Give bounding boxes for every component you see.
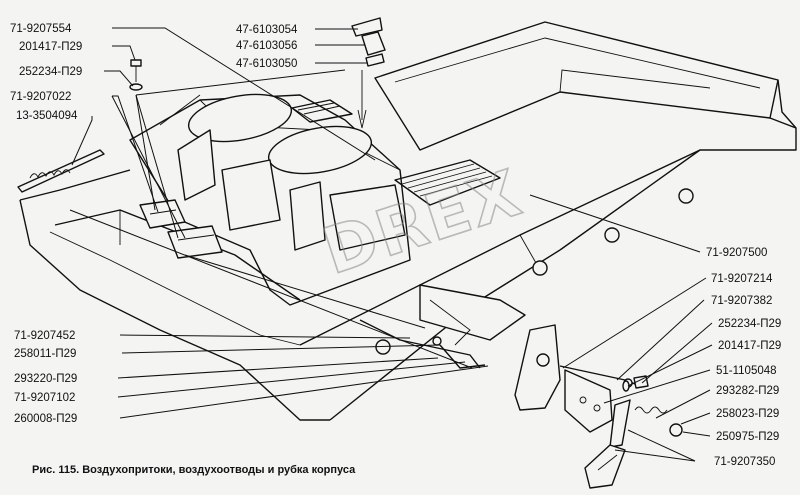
bolt-top-left [129,59,143,91]
label-293220-p29: 293220-П29 [14,373,77,385]
label-201417-p29-right: 201417-П29 [718,340,781,352]
lower-bracket-assembly [359,284,526,369]
bolt-right [622,375,649,392]
label-293282-p29: 293282-П29 [716,385,779,397]
label-71-9207554: 71-9207554 [10,23,72,35]
vent-cap-parts [351,17,386,129]
label-71-9207214: 71-9207214 [711,273,773,285]
spring-part [17,149,105,193]
label-71-9207022: 71-9207022 [10,91,71,103]
cabin [129,93,501,306]
hinge-assembly [514,324,683,489]
label-258023-p29: 258023-П29 [716,408,779,420]
figure-caption: Рис. 115. Воздухопритоки, воздухоотводы … [32,464,356,476]
leader-lines [69,27,713,462]
label-47-6103054: 47-6103054 [236,24,298,36]
label-71-9207102: 71-9207102 [14,392,75,404]
label-13-3504094: 13-3504094 [16,110,78,122]
label-71-9207500: 71-9207500 [706,247,767,259]
label-47-6103056: 47-6103056 [236,40,297,52]
watermark: DREX [315,156,531,289]
labels-left: 71-9207554 201417-П29 252234-П29 71-9207… [10,23,82,425]
labels-top: 47-6103054 47-6103056 47-6103050 [236,24,298,70]
label-71-9207382: 71-9207382 [711,295,772,307]
label-201417-p29-top: 201417-П29 [19,41,82,53]
label-47-6103050: 47-6103050 [236,58,297,70]
label-250975-p29: 250975-П29 [716,431,779,443]
label-252234-p29-right: 252234-П29 [718,318,781,330]
labels-right: 71-9207500 71-9207214 71-9207382 252234-… [706,247,781,468]
label-258011-p29: 258011-П29 [14,348,76,360]
label-260008-p29: 260008-П29 [14,413,77,425]
label-71-9207452: 71-9207452 [14,330,75,342]
label-51-1105048: 51-1105048 [716,365,777,377]
label-71-9207350: 71-9207350 [714,456,775,468]
label-252234-p29-top: 252234-П29 [19,66,82,78]
